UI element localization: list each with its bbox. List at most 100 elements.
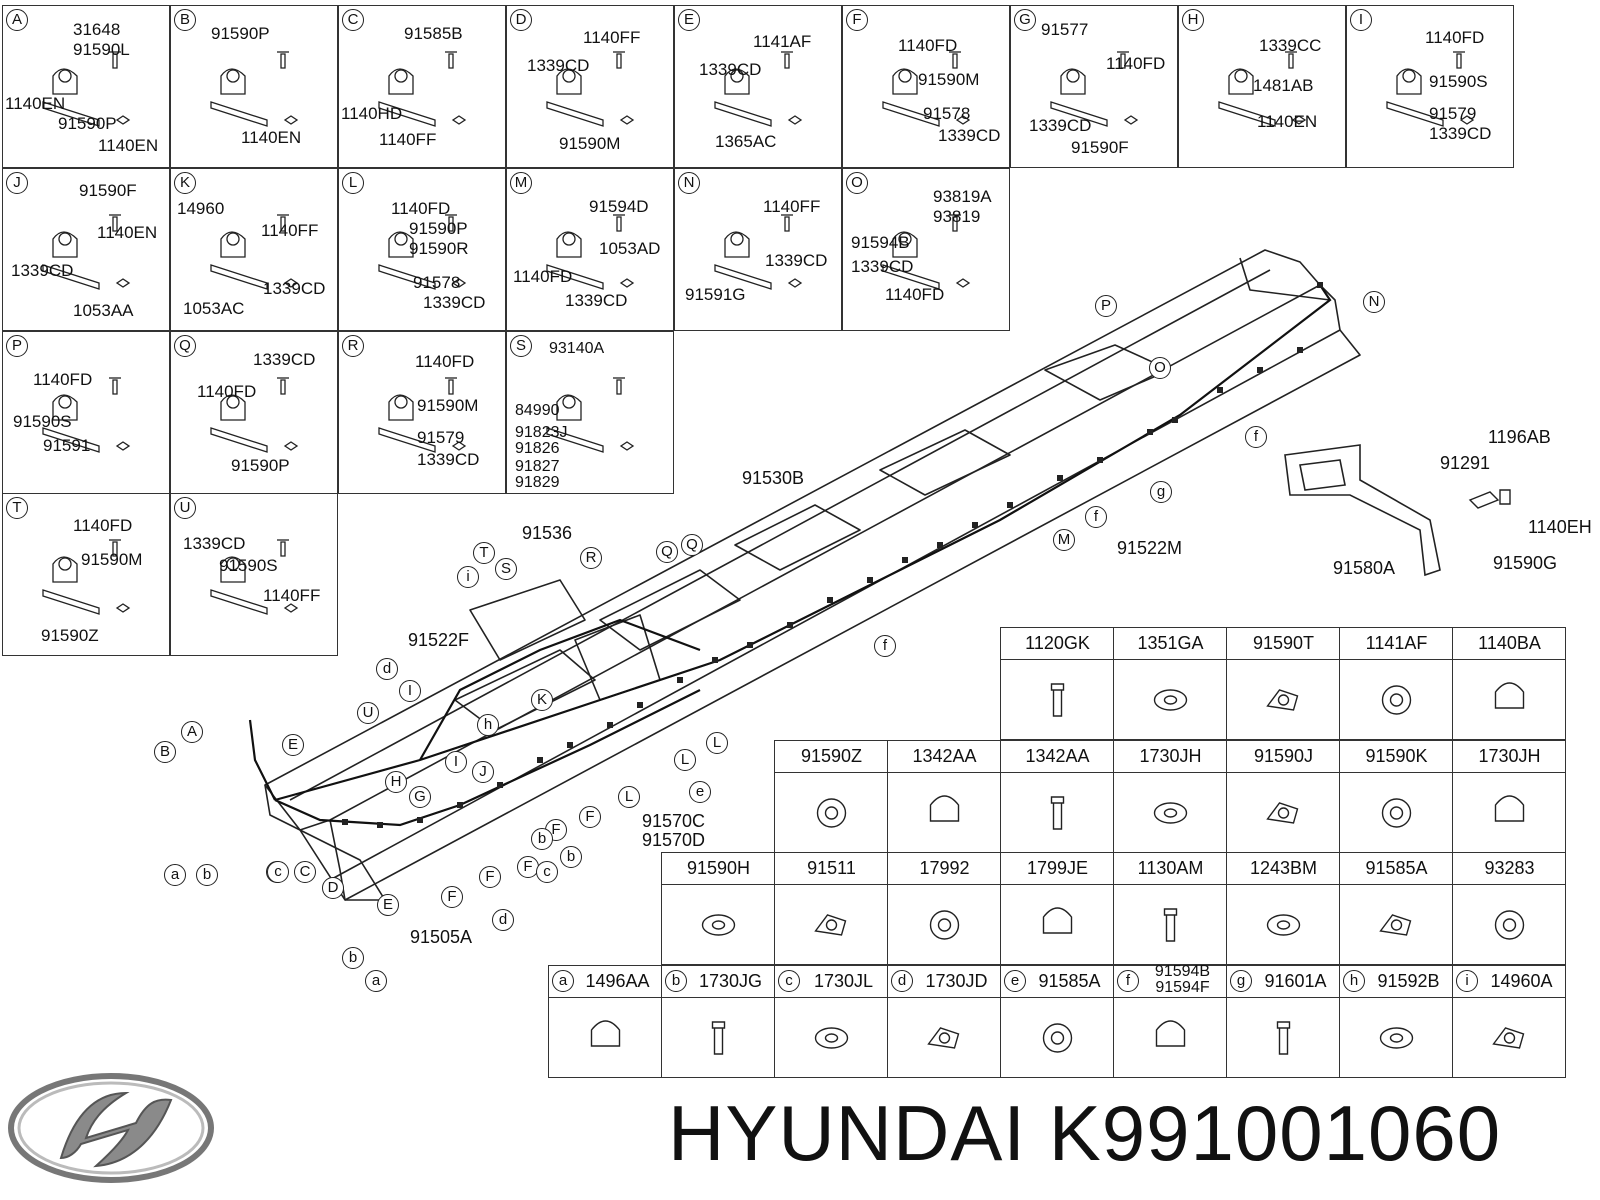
detail-box-letter: E — [678, 9, 700, 31]
part-illustration — [1042, 907, 1073, 934]
part-illustration — [1494, 910, 1525, 940]
parts-table-image-cell — [1000, 659, 1114, 740]
table-part-number: 91590T — [1252, 633, 1315, 653]
harness-clip — [787, 622, 793, 628]
parts-table-image-cell — [774, 772, 888, 853]
callout-f: F — [517, 856, 539, 878]
callout-n: N — [1363, 291, 1385, 313]
part-number-label: 1053AA — [73, 301, 134, 320]
callout-o: O — [1149, 357, 1171, 379]
harness-clip — [902, 557, 908, 563]
detail-box-drawing — [378, 51, 467, 127]
part-number-label: 1140FD — [1425, 28, 1485, 47]
callout-d: d — [376, 658, 398, 680]
part-illustration — [1155, 1020, 1186, 1047]
crossmember-5 — [454, 649, 596, 731]
parts-table-header-cell: 1799JE — [1000, 852, 1114, 885]
table-part-number: 1730JL — [813, 971, 874, 991]
part-number-label: 1053AD — [599, 239, 661, 258]
harness-clip — [1057, 475, 1063, 481]
harness-clip — [567, 742, 573, 748]
callout-a: A — [181, 721, 203, 743]
parts-table-image-cell — [1226, 659, 1340, 740]
frame-rail-lower — [299, 329, 1361, 901]
callout-i: I — [445, 751, 467, 773]
parts-table-header-cell: 1351GA — [1113, 627, 1227, 660]
part-number-label: 1140FD — [33, 370, 93, 389]
callout-f: f — [1085, 506, 1107, 528]
part-number-label: 91590S — [219, 556, 278, 575]
part-number-label: 1339CC — [1259, 36, 1322, 55]
part-number-label: 91579 — [417, 428, 465, 447]
callout-f: f — [1245, 426, 1267, 448]
part-number-label: 91829 — [515, 474, 560, 491]
detail-box-letter: L — [342, 172, 364, 194]
harness-clip — [537, 757, 543, 763]
harness-clip — [677, 677, 683, 683]
parts-table-header-cell: 1141AF — [1339, 627, 1453, 660]
part-illustration — [1163, 908, 1178, 942]
parts-table-header-cell: 91590J — [1226, 740, 1340, 773]
table-part-number: 1342AA — [912, 746, 977, 766]
part-number-label: 91590R — [409, 239, 469, 258]
parts-table-header-cell: 1342AA — [887, 740, 1001, 773]
part-number-label: 91590M — [918, 70, 980, 89]
part-number-label: 1140FD — [1106, 54, 1166, 73]
part-number-label: 91590P — [231, 456, 290, 475]
table-part-number: 91585A — [1038, 971, 1101, 991]
part-number-label: 1140FD — [391, 199, 451, 218]
detail-box-drawing — [378, 377, 467, 453]
part-number-label: 91577 — [1041, 20, 1089, 39]
part-number-label: 91594D — [589, 197, 649, 216]
part-number-label: 91590F — [1071, 138, 1129, 157]
crossmember-2 — [879, 429, 1011, 496]
bracket-91580A — [1284, 444, 1441, 577]
part-illustration — [1153, 689, 1188, 711]
table-key-letter: a — [552, 970, 574, 992]
callout-e: e — [689, 781, 711, 803]
table-part-number: 91590H — [686, 858, 751, 878]
part-number-label: 1339CD — [423, 293, 486, 312]
callout-f: F — [479, 866, 501, 888]
harness-clip — [377, 822, 383, 828]
part-illustration — [927, 1027, 960, 1049]
part-illustration — [1266, 914, 1301, 936]
diagram-part-label: 91505A — [410, 927, 473, 947]
part-illustration — [701, 914, 736, 936]
part-number-label: 1140FD — [898, 36, 958, 55]
parts-table-image-cell — [1339, 997, 1453, 1078]
part-number-label: 91591 — [43, 436, 91, 455]
part-illustration — [929, 910, 960, 940]
callout-b: b — [196, 864, 218, 886]
detail-box-drawing — [210, 377, 299, 453]
part-number-label: 31648 — [73, 20, 121, 39]
harness-clip — [747, 642, 753, 648]
detail-box-letter: R — [342, 335, 364, 357]
callout-g: g — [1150, 481, 1172, 503]
parts-table-header-cell: 1730JH — [1113, 740, 1227, 773]
part-number-label: 91827 — [515, 458, 560, 475]
part-illustration — [1381, 685, 1412, 715]
harness-clip — [1257, 367, 1263, 373]
detail-box-drawing — [1218, 51, 1307, 127]
table-key-letter: b — [665, 970, 687, 992]
detail-box-drawing — [42, 539, 131, 615]
parts-table-header-cell: 1243BM — [1226, 852, 1340, 885]
part-number-label: 1140EN — [5, 94, 66, 113]
table-part-number: 1243BM — [1249, 858, 1318, 878]
brand-name: HYUNDAI — [668, 1089, 1027, 1177]
part-illustration — [1050, 683, 1065, 717]
part-illustration — [1266, 802, 1299, 824]
